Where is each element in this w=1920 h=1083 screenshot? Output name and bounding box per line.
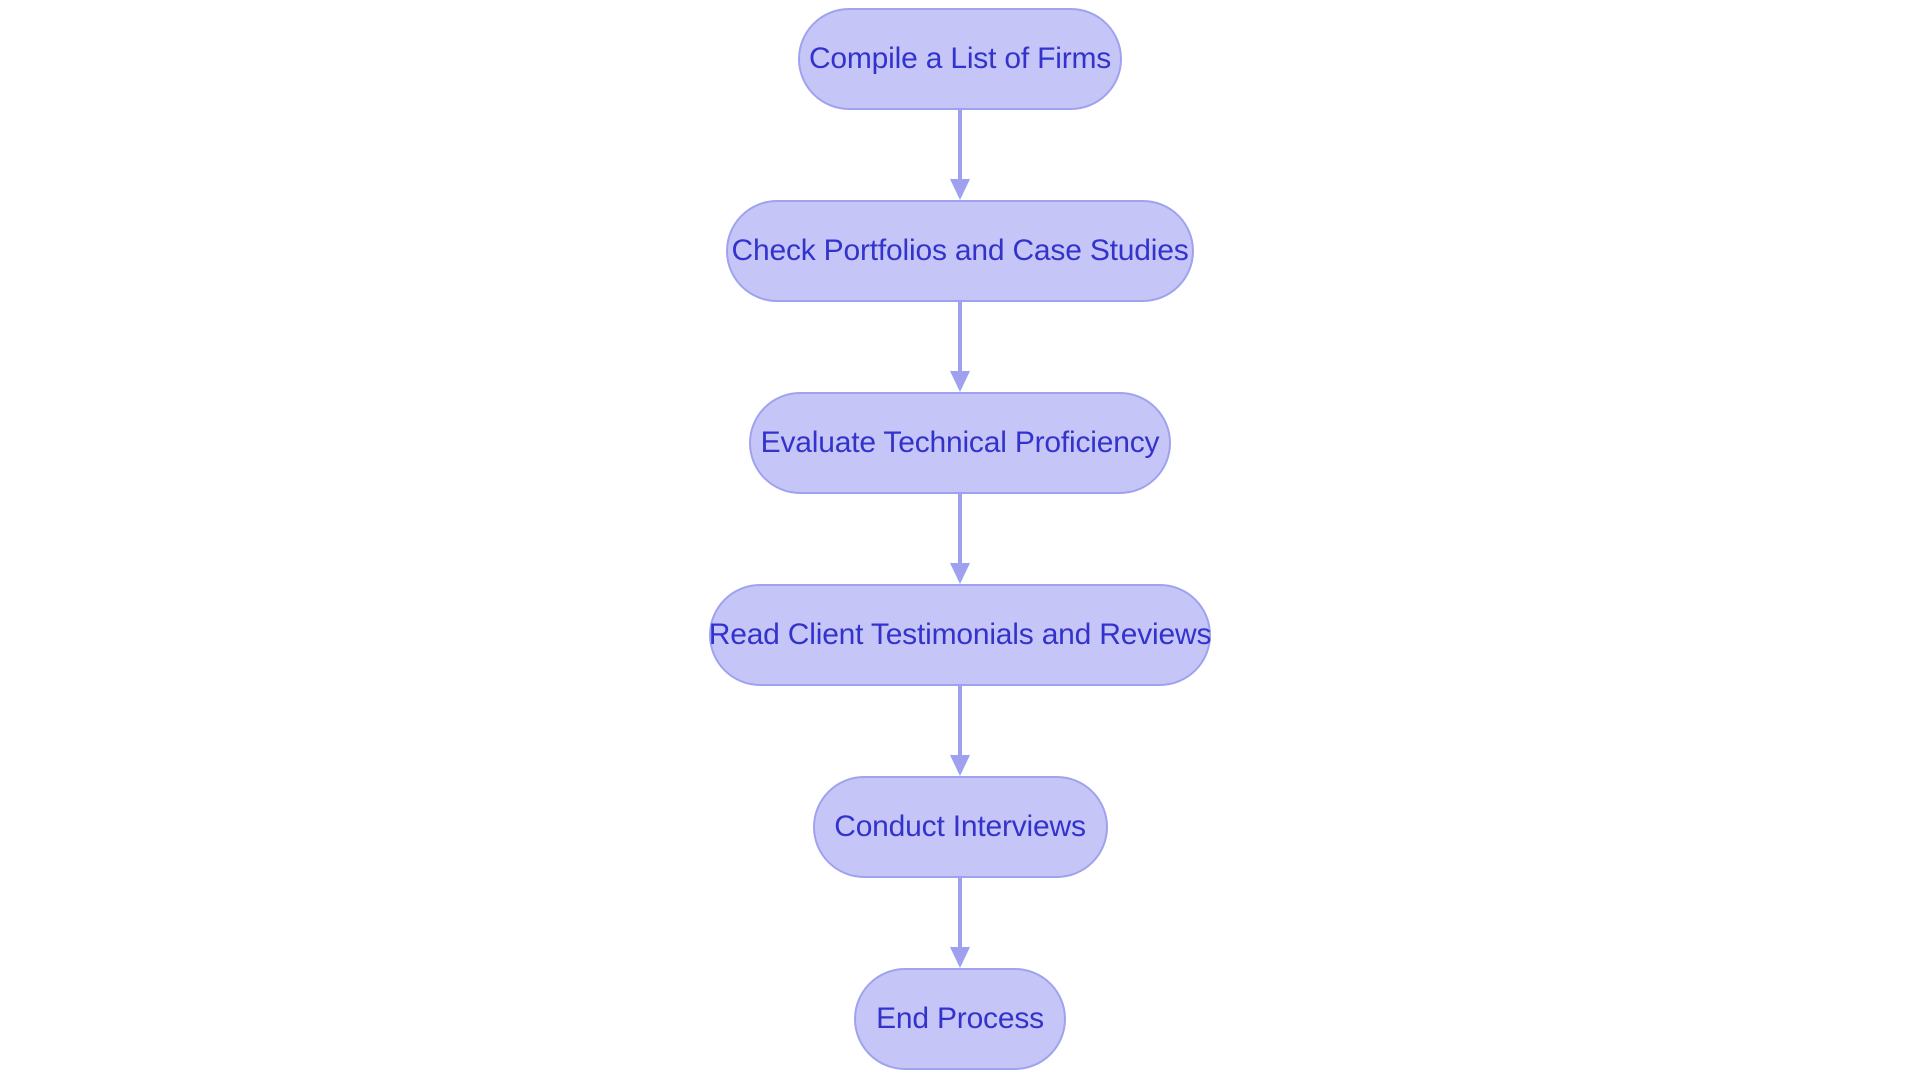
arrow-shaft <box>958 110 962 180</box>
flow-node-label: Evaluate Technical Proficiency <box>760 426 1160 459</box>
flow-node-read-client-testimonials-and-reviews[interactable]: Read Client Testimonials and Reviews <box>709 584 1211 686</box>
flow-arrow-n3-to-n4 <box>950 494 970 584</box>
flow-node-end-process[interactable]: End Process <box>854 968 1066 1070</box>
flow-node-label: End Process <box>876 1002 1044 1035</box>
top-spacer <box>960 0 961 8</box>
arrow-head-down-icon <box>950 563 970 584</box>
flow-node-compile-a-list-of-firms[interactable]: Compile a List of Firms <box>798 8 1122 110</box>
flow-node-label: Compile a List of Firms <box>808 42 1112 75</box>
flow-arrow-n1-to-n2 <box>950 110 970 200</box>
arrow-head-down-icon <box>950 755 970 776</box>
arrow-shaft <box>958 302 962 372</box>
flow-arrow-n5-to-n6 <box>950 878 970 968</box>
arrow-shaft <box>958 686 962 756</box>
arrow-shaft <box>958 494 962 564</box>
flow-node-label: Conduct Interviews <box>834 810 1086 843</box>
flow-node-label: Read Client Testimonials and Reviews <box>708 618 1212 651</box>
arrow-head-down-icon <box>950 179 970 200</box>
flow-node-conduct-interviews[interactable]: Conduct Interviews <box>812 776 1108 878</box>
flow-node-check-portfolios-and-case-studies[interactable]: Check Portfolios and Case Studies <box>726 200 1194 302</box>
flow-arrow-n4-to-n5 <box>950 686 970 776</box>
flow-arrow-n2-to-n3 <box>950 302 970 392</box>
flow-node-evaluate-technical-proficiency[interactable]: Evaluate Technical Proficiency <box>749 392 1171 494</box>
arrow-head-down-icon <box>950 947 970 968</box>
arrow-shaft <box>958 878 962 948</box>
arrow-head-down-icon <box>950 371 970 392</box>
flow-node-label: Check Portfolios and Case Studies <box>731 234 1189 267</box>
